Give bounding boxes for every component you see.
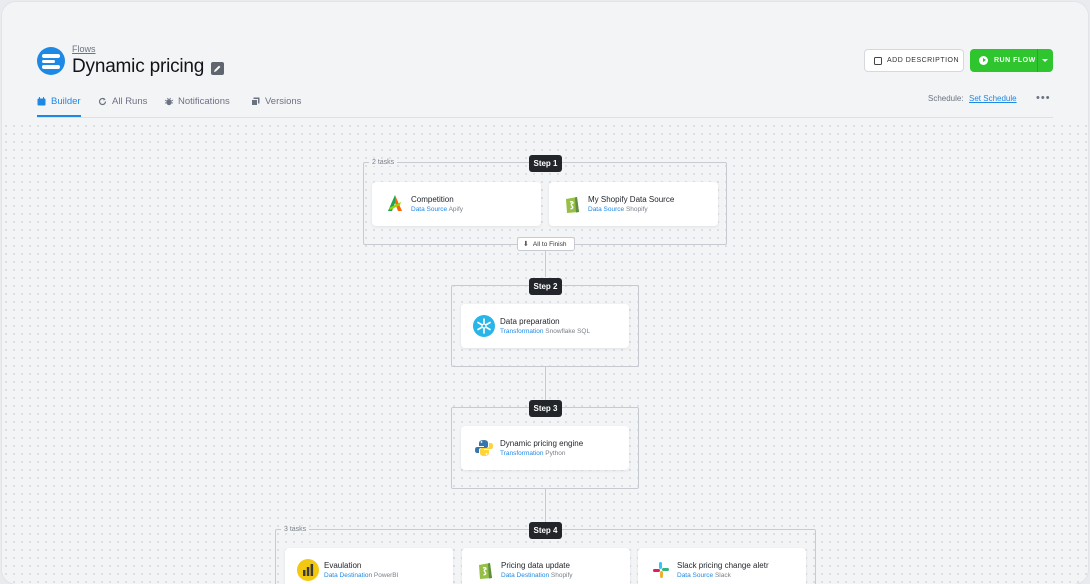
page-title: Dynamic pricing [72, 56, 205, 77]
slack-icon [650, 559, 672, 581]
connector-1-2 [545, 251, 546, 277]
run-flow-label: RUN FLOW [994, 57, 1036, 64]
bug-icon [164, 97, 174, 106]
task-name: Competition [411, 195, 454, 204]
task-name: Dynamic pricing engine [500, 439, 584, 448]
connector-3-4 [545, 489, 546, 522]
connector-2-3 [545, 367, 546, 400]
task-meta: Data Source Slack [677, 572, 731, 579]
set-schedule-link[interactable]: Set Schedule [969, 94, 1017, 103]
layers-icon [251, 97, 260, 106]
arrow-down-icon: ⬇ [523, 241, 529, 248]
tab-notifications[interactable]: Notifications [164, 93, 230, 109]
task-name: Slack pricing change aletr [677, 561, 769, 570]
edit-title-icon[interactable] [211, 62, 224, 75]
task-card-dynamic-pricing-engine[interactable]: Dynamic pricing engine Transformation Py… [461, 426, 629, 470]
step-4-tasks-count: 3 tasks [281, 526, 310, 533]
step-1-badge[interactable]: Step 1 [529, 155, 562, 172]
note-icon [874, 56, 882, 65]
shopify-icon [561, 193, 583, 215]
tabs-divider [37, 117, 1053, 118]
step-1-tasks-count: 2 tasks [369, 159, 398, 166]
tab-builder-label: Builder [51, 95, 81, 107]
step-3-badge[interactable]: Step 3 [529, 400, 562, 417]
task-card-data-preparation[interactable]: Data preparation Transformation Snowflak… [461, 304, 629, 348]
task-name: Pricing data update [501, 561, 570, 570]
refresh-icon [98, 97, 107, 106]
snowflake-icon [473, 315, 495, 337]
breadcrumb-flows[interactable]: Flows [72, 44, 96, 54]
python-icon [473, 437, 495, 459]
active-tab-indicator [37, 115, 81, 117]
tab-versions[interactable]: Versions [251, 93, 301, 109]
more-options-icon[interactable]: ••• [1036, 92, 1051, 104]
page-header: Flows Dynamic pricing ADD DESCRIPTION RU… [2, 2, 1088, 120]
tab-builder[interactable]: Builder [37, 93, 81, 109]
task-card-slack-pricing-change-aletr[interactable]: Slack pricing change aletr Data Source S… [638, 548, 806, 584]
add-description-label: ADD DESCRIPTION [887, 57, 960, 64]
powerbi-icon [297, 559, 319, 581]
task-meta: Data Destination Shopify [501, 572, 573, 579]
run-flow-button[interactable]: RUN FLOW [970, 49, 1053, 72]
keboola-logo-icon[interactable] [37, 47, 65, 75]
task-meta: Data Destination PowerBI [324, 572, 399, 579]
task-name: My Shopify Data Source [588, 195, 675, 204]
shopify-icon [474, 559, 496, 581]
play-icon [979, 56, 988, 65]
tab-all-runs-label: All Runs [112, 95, 148, 107]
task-meta: Data Source Apify [411, 206, 464, 213]
apify-icon [384, 193, 406, 215]
step-4-badge[interactable]: Step 4 [529, 522, 562, 539]
task-card-my-shopify-data-source[interactable]: My Shopify Data Source Data Source Shopi… [549, 182, 718, 226]
task-name: Evaulation [324, 561, 362, 570]
tab-notifications-label: Notifications [178, 95, 230, 107]
add-description-button[interactable]: ADD DESCRIPTION [864, 49, 964, 72]
task-card-pricing-data-update[interactable]: Pricing data update Data Destination Sho… [462, 548, 630, 584]
task-meta: Transformation Snowflake SQL [500, 328, 591, 335]
calendar-icon [37, 96, 46, 106]
tab-all-runs[interactable]: All Runs [98, 93, 147, 109]
task-name: Data preparation [500, 317, 560, 326]
schedule-label: Schedule: [928, 94, 964, 103]
all-to-finish-button[interactable]: ⬇ All to Finish [517, 237, 575, 251]
run-options-chevron-down-icon[interactable] [1042, 59, 1048, 62]
task-card-competition[interactable]: Competition Data Source Apify [372, 182, 541, 226]
all-to-finish-label: All to Finish [532, 240, 567, 248]
task-meta: Transformation Python [500, 450, 566, 457]
task-meta: Data Source Shopify [588, 206, 648, 213]
step-2-badge[interactable]: Step 2 [529, 278, 562, 295]
task-card-evaulation[interactable]: Evaulation Data Destination PowerBI [285, 548, 453, 584]
tab-versions-label: Versions [265, 95, 302, 107]
